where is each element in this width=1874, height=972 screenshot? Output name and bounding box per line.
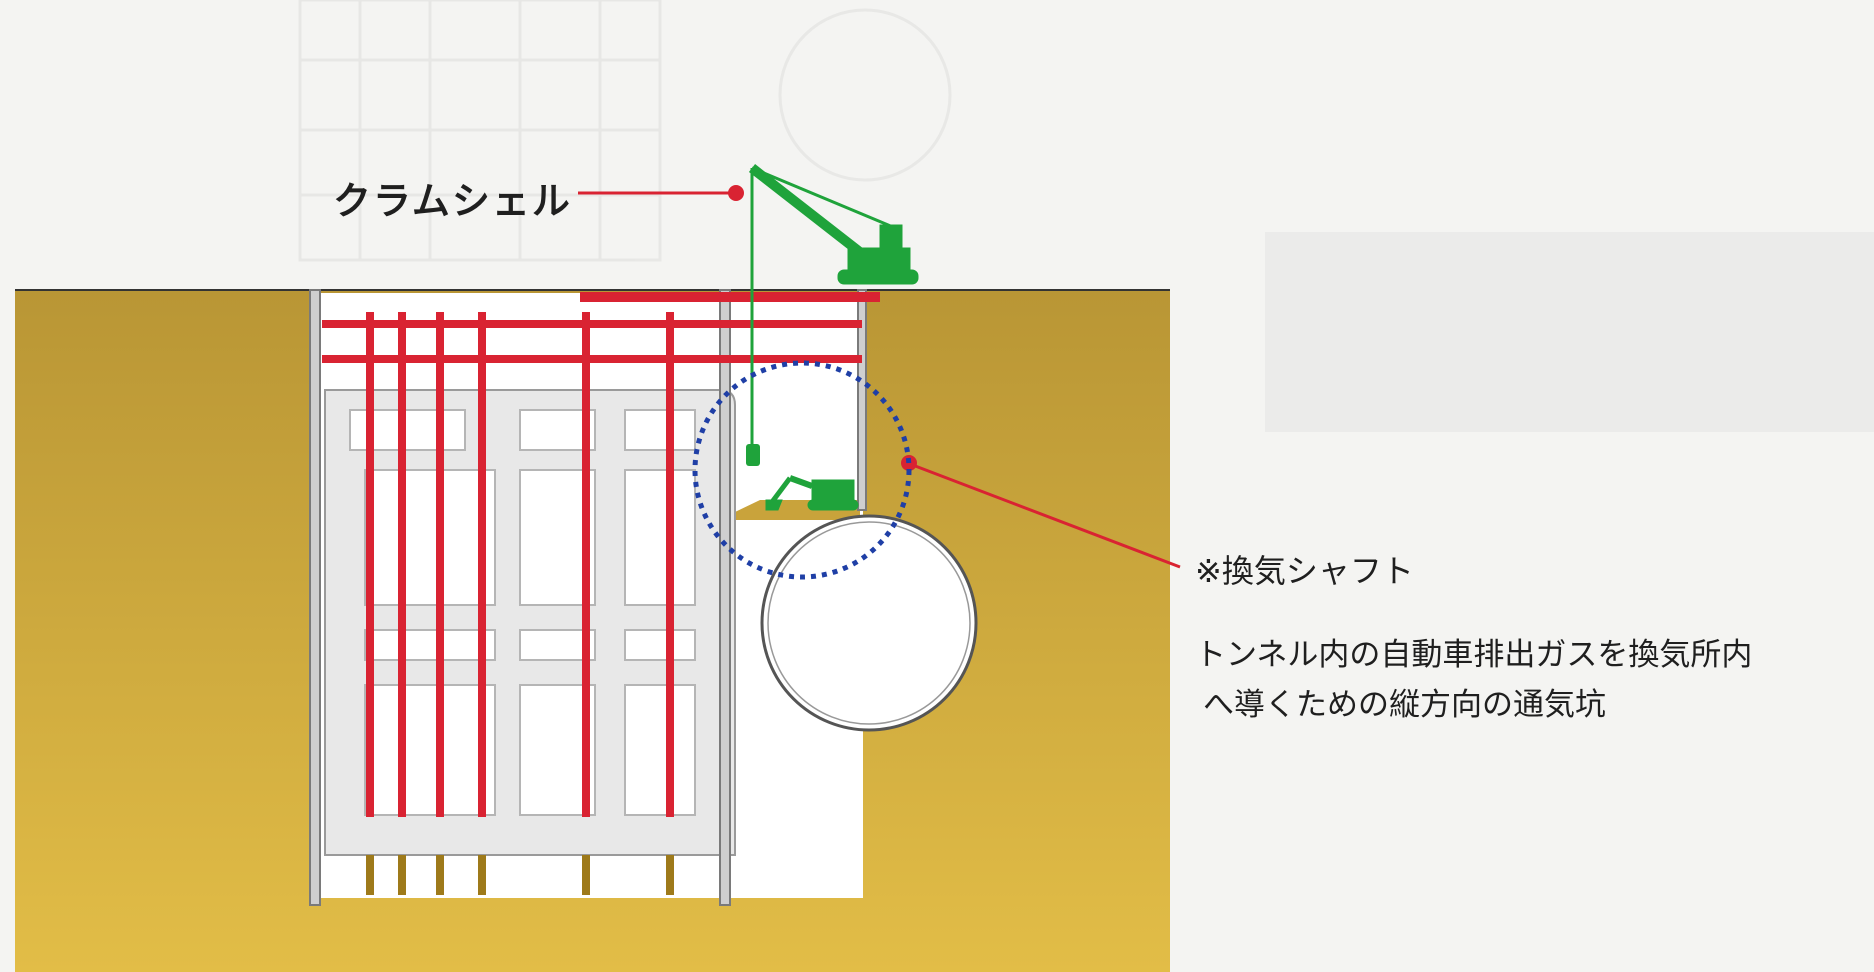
ventilation-shaft-description: トンネル内の自動車排出ガスを換気所内 へ導くための縦方向の通気坑 [1195, 630, 1752, 730]
background-building [298, 0, 952, 262]
description-line-2: へ導くための縦方向の通気坑 [1203, 687, 1606, 723]
background-panel [1265, 232, 1874, 432]
tunnel-ring [760, 514, 978, 732]
horizontal-struts [322, 292, 880, 363]
description-line-1: トンネル内の自動車排出ガスを換気所内 [1195, 637, 1753, 673]
clamshell-bucket-icon [746, 444, 760, 466]
foundation-piles [366, 855, 674, 895]
ventilation-shaft-title: ※換気シャフト [1195, 552, 1414, 590]
vertical-struts [366, 312, 674, 817]
clamshell-label: クラムシェル [333, 179, 572, 223]
retaining-walls [309, 289, 867, 906]
crawler-crane-icon [748, 164, 919, 445]
ventilation-shaft-highlight [692, 360, 912, 580]
excavator-icon [765, 475, 859, 511]
clamshell-leader [578, 185, 744, 201]
tunnel-inner [767, 521, 971, 725]
